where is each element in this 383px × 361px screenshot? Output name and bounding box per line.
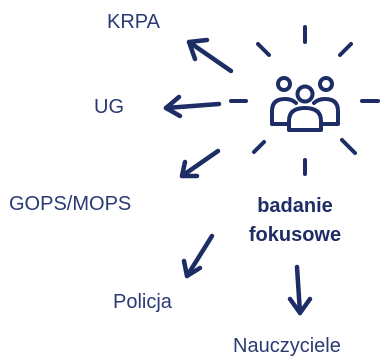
person-center-body [287,106,323,132]
center-label-line-2: fokusowe [248,224,342,246]
arrow-to-policja [181,233,215,279]
label-ug: UG [94,96,124,118]
person-right-body [312,97,340,126]
ray-top-left [256,42,271,57]
arrow-to-gops [179,148,221,179]
burst-rays [229,25,380,176]
person-right-head [318,76,334,92]
center-label-line-1: badanie [257,195,333,217]
arrow-to-nauczyciele [287,264,313,316]
person-left-head [276,76,292,92]
label-gops-mops: GOPS/MOPS [9,193,132,215]
label-nauczyciele: Nauczyciele [233,335,341,357]
center-label: badanie fokusowe [230,192,360,250]
person-left-body [270,97,298,126]
ray-top-right [338,42,353,57]
person-center-head [295,84,315,104]
label-krpa: KRPA [107,11,160,33]
ray-bottom-left [252,140,266,154]
arrows [163,37,313,316]
arrow-to-krpa [186,37,234,74]
ray-bottom-right [340,138,357,155]
arrow-to-ug [163,94,222,119]
group-of-people-icon [270,76,340,132]
label-policja: Policja [113,291,172,313]
